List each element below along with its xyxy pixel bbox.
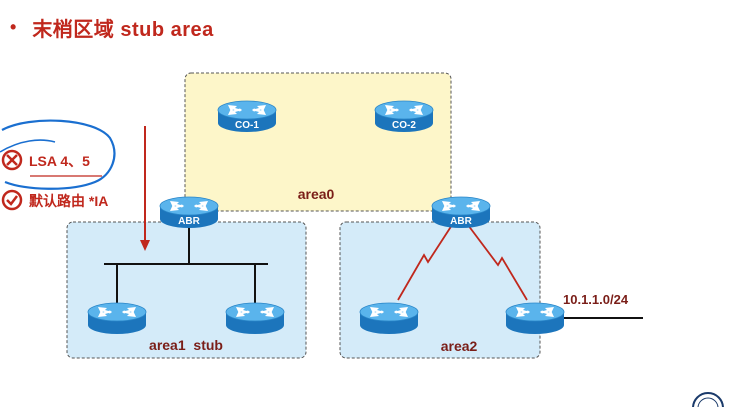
router-area2-left-icon xyxy=(359,302,419,335)
router-abr1-label: ABR xyxy=(178,216,200,227)
red-arrow-head-icon xyxy=(140,240,150,251)
blue-annotation-scribble xyxy=(1,119,116,190)
slide-title: 末梢区域 stub area xyxy=(32,18,214,41)
area1-label: area1 stub xyxy=(149,337,223,353)
serial-link-left xyxy=(397,224,453,301)
cross-circle-icon xyxy=(1,149,23,171)
router-co1-label: CO-1 xyxy=(235,120,259,131)
title-bullet: • xyxy=(10,16,17,37)
area0-label: area0 xyxy=(298,186,335,202)
note-default-route-text: 默认路由 *IA xyxy=(29,193,108,209)
router-abr2-label: ABR xyxy=(450,216,472,227)
slide-title-row: • 末梢区域 stub area xyxy=(10,14,214,41)
check-circle-icon xyxy=(1,189,23,211)
blue-annotation-scribble-tail xyxy=(0,139,56,153)
router-co2-label: CO-2 xyxy=(392,120,416,131)
router-area1-left-icon xyxy=(87,302,147,335)
area2-label: area2 xyxy=(441,338,478,354)
router-area1-right-icon xyxy=(225,302,285,335)
corner-logo-icon xyxy=(692,392,724,407)
router-area2-right-icon xyxy=(505,302,565,335)
note-lsa-text: LSA 4、5 xyxy=(29,153,90,169)
network-label: 10.1.1.0/24 xyxy=(563,292,629,307)
serial-link-right xyxy=(467,224,528,301)
